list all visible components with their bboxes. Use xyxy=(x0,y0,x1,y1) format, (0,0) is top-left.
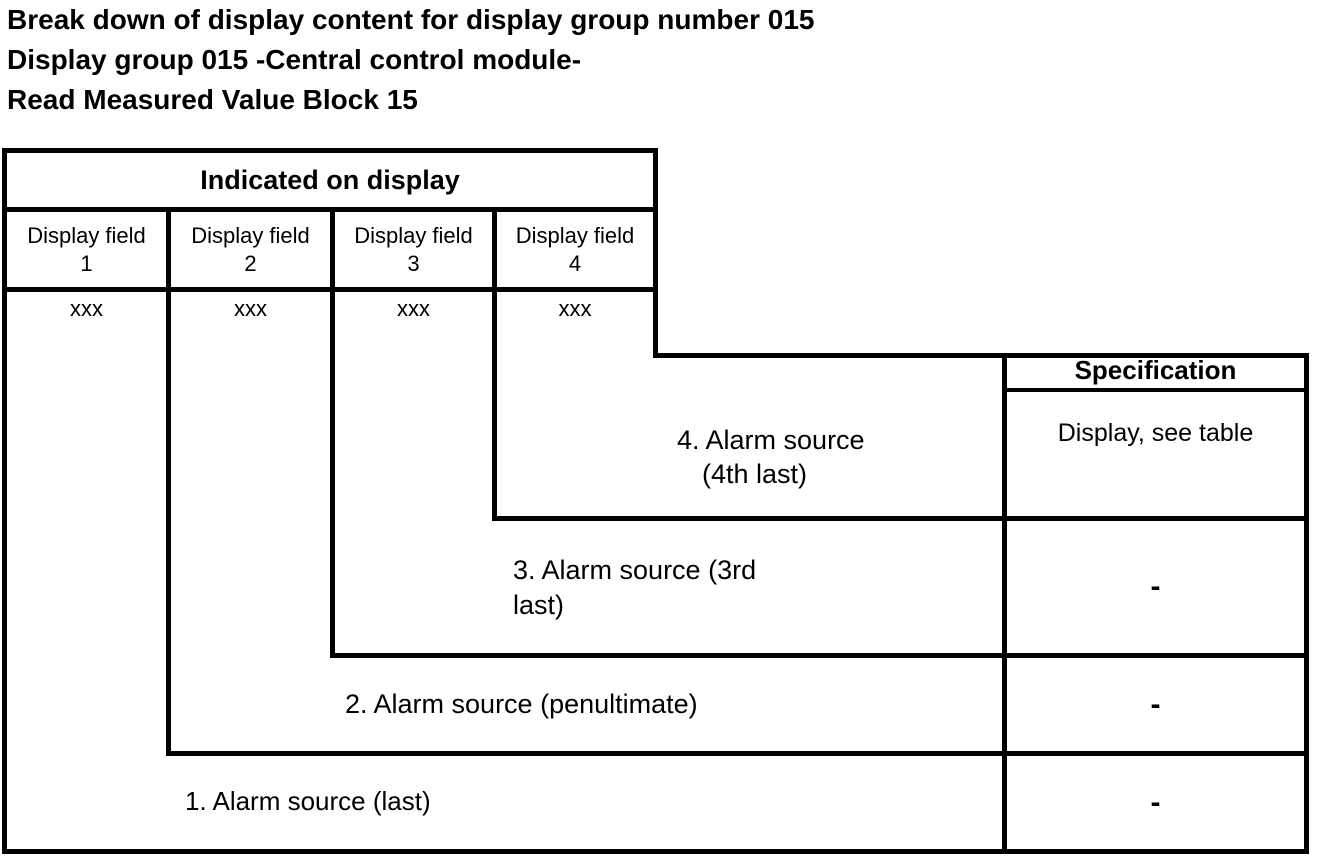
display-field-2-number: 2 xyxy=(244,250,257,276)
page-subtitle-block: Read Measured Value Block 15 xyxy=(7,84,418,115)
row3-bottom-border xyxy=(330,653,1309,658)
table-right-border xyxy=(653,148,658,358)
alarm-row-1-spec: - xyxy=(1150,785,1161,819)
display-field-2-label: Display field xyxy=(191,222,310,248)
spec-header-bottom-border xyxy=(1004,388,1309,392)
row2-bottom-border xyxy=(166,751,1309,756)
page-titles: Break down of display content for displa… xyxy=(7,0,814,120)
display-field-1-header: Display field 1 xyxy=(7,212,166,287)
specification-header: Specification xyxy=(1074,355,1237,385)
alarm-row-4-label-line2: (4th last) xyxy=(702,459,808,489)
col3-col4-border xyxy=(492,207,497,521)
page-subtitle-group: Display group 015 -Central control modul… xyxy=(7,44,582,75)
display-field-3-header: Display field 3 xyxy=(335,212,492,287)
display-field-4-label: Display field xyxy=(515,222,635,248)
display-field-1-label: Display field xyxy=(27,222,146,248)
indicated-on-display-header: Indicated on display xyxy=(200,164,460,195)
table-top-border xyxy=(2,148,658,153)
step-top-border xyxy=(653,353,1309,358)
col1-col2-border xyxy=(166,207,171,756)
display-field-3-label: Display field xyxy=(354,222,473,248)
alarm-row-3-spec: - xyxy=(1150,570,1161,603)
diagram-right-border xyxy=(1304,353,1309,854)
display-field-4-value: xxx xyxy=(558,296,592,321)
spec-divider-border xyxy=(1002,353,1007,854)
page-title: Break down of display content for displa… xyxy=(7,4,815,35)
alarm-row-2-spec: - xyxy=(1150,687,1161,721)
display-field-3-number: 3 xyxy=(407,250,420,276)
display-field-2-header: Display field 2 xyxy=(171,212,330,287)
col2-col3-border xyxy=(330,207,335,658)
display-field-4-number: 4 xyxy=(568,250,582,276)
display-field-3-value: xxx xyxy=(397,296,430,321)
row1-bottom-border xyxy=(2,849,1309,854)
alarm-row-4-spec: Display, see table xyxy=(1057,419,1254,447)
display-field-1-number: 1 xyxy=(80,250,93,276)
display-field-2-value: xxx xyxy=(234,296,267,321)
alarm-row-4-label-line1: 4. Alarm source xyxy=(677,425,865,455)
alarm-row-3-label-line1: 3. Alarm source (3rd xyxy=(513,555,757,585)
display-field-4-header: Display field 4 xyxy=(497,212,653,287)
alarm-row-4-label: 4. Alarm source (4th last) xyxy=(677,423,865,491)
row4-bottom-border xyxy=(492,516,1309,521)
display-field-1-value: xxx xyxy=(70,296,103,321)
alarm-row-2-label: 2. Alarm source (penultimate) xyxy=(345,689,698,719)
alarm-row-3-label: 3. Alarm source (3rd last) xyxy=(513,553,756,623)
alarm-row-3-label-line2: last) xyxy=(513,590,565,620)
alarm-row-1-label: 1. Alarm source (last) xyxy=(185,786,431,816)
table-left-border xyxy=(2,148,7,854)
